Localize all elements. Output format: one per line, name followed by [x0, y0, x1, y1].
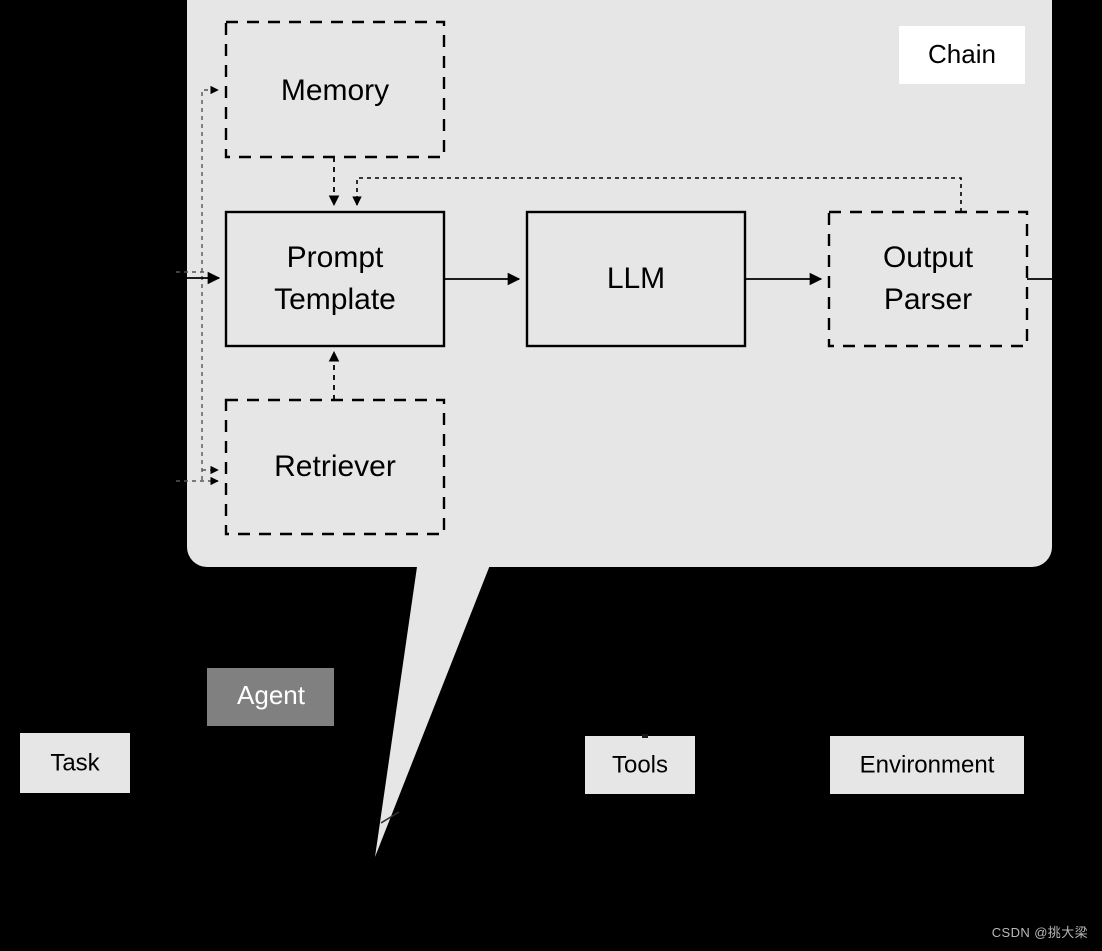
node-output-parser-label-line1: Output: [883, 241, 974, 274]
edge-output-parser-to-prompt: [352, 177, 962, 212]
node-llm-label: LLM: [607, 262, 665, 295]
node-tools-label: Tools: [612, 751, 668, 778]
node-output-parser-label-line2: Parser: [884, 283, 972, 316]
node-tools-box: [585, 736, 695, 794]
node-agent-box: [207, 668, 334, 726]
node-retriever-box: [224, 398, 446, 536]
node-output-parser-box: [827, 210, 1029, 348]
node-retriever-label: Retriever: [274, 450, 396, 483]
node-prompt-template-box: [224, 210, 446, 348]
node-memory-box: [224, 20, 446, 159]
node-task-box: [20, 733, 130, 793]
node-prompt-template-label-line2: Template: [274, 283, 396, 316]
csdn-watermark: CSDN @挑大梁: [991, 925, 1088, 940]
node-memory-label: Memory: [281, 74, 389, 107]
node-task-label: Task: [50, 749, 100, 776]
callout-tail-crease: [380, 811, 400, 824]
node-environment-box: [830, 736, 1024, 794]
chain-label: Chain: [928, 39, 996, 69]
chain-label-box: [899, 26, 1025, 84]
node-llm-box: [525, 210, 747, 348]
edge-feed-to-memory: [201, 85, 219, 480]
node-environment-label: Environment: [860, 751, 995, 778]
node-prompt-template-label-line1: Prompt: [287, 241, 384, 274]
node-agent-label: Agent: [237, 680, 306, 710]
node-tools-top-artifact: [642, 734, 648, 738]
callout-tail: [375, 560, 492, 857]
